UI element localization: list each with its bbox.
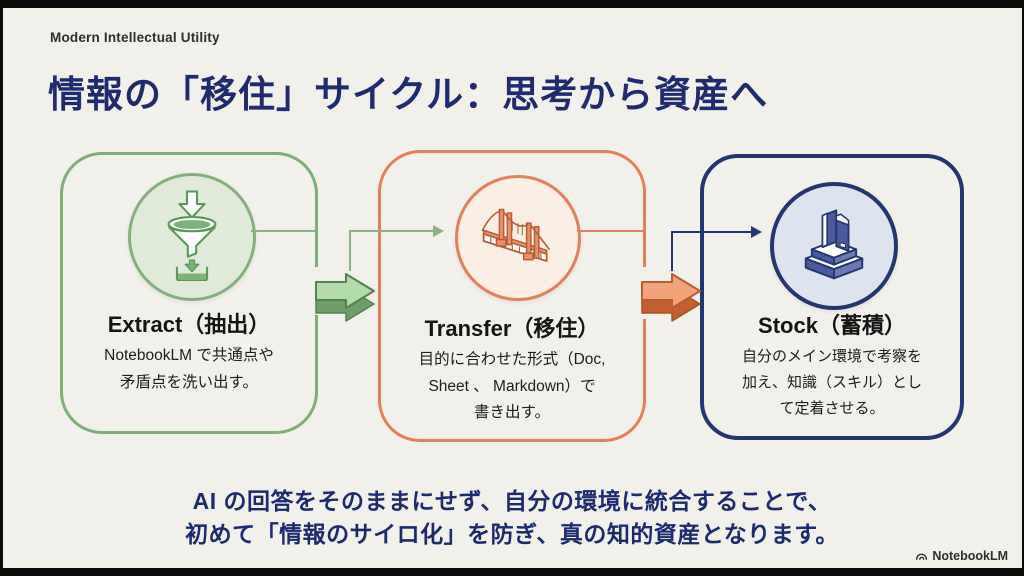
books-icon — [792, 202, 876, 291]
card-transfer: Transfer（移住） 目的に合わせた形式（Doc, Sheet 、 Mark… — [378, 150, 646, 442]
card-stock-title: Stock（蓄積） — [758, 313, 906, 338]
transfer-icon-circle — [455, 175, 581, 301]
page-title: 情報の「移住」サイクル：思考から資産へ — [48, 74, 769, 115]
extract-icon-circle — [128, 173, 256, 301]
conclusion-line-2: 初めて「情報のサイロ化」を防ぎ、真の知的資産となります。 — [185, 521, 839, 547]
brand-watermark: NotebookLM — [915, 549, 1008, 563]
brand-label: NotebookLM — [932, 549, 1008, 563]
notebooklm-logo-icon — [915, 550, 928, 563]
card-extract-title: Extract（抽出） — [107, 312, 271, 337]
stock-icon-circle — [770, 182, 898, 310]
letterbox-left — [0, 0, 3, 576]
card-stock-body: 自分のメイン環境で考察を 加え、知識（スキル）とし て定着させる。 — [741, 348, 922, 417]
card-transfer-title: Transfer（移住） — [424, 316, 600, 341]
conclusion-line-1: AI の回答をそのままにせず、自分の環境に統合することで、 — [192, 488, 832, 514]
card-stock: Stock（蓄積） 自分のメイン環境で考察を 加え、知識（スキル）とし て定着さ… — [700, 154, 964, 440]
letterbox-top — [0, 0, 1024, 8]
letterbox-bottom — [0, 568, 1024, 576]
letterbox-right — [1022, 0, 1024, 576]
flow-arrow-orange-icon — [636, 268, 712, 329]
eyebrow-label: Modern Intellectual Utility — [50, 30, 220, 45]
card-transfer-body: 目的に合わせた形式（Doc, Sheet 、 Markdown）で 書き出す。 — [418, 351, 606, 422]
card-extract: Extract（抽出） NotebookLM で共通点や 矛盾点を洗い出す。 — [60, 152, 318, 434]
card-extract-body: NotebookLM で共通点や 矛盾点を洗い出す。 — [104, 347, 274, 391]
flow-arrow-green-icon — [310, 268, 386, 329]
bridge-icon — [475, 196, 561, 281]
funnel-icon — [153, 189, 231, 286]
